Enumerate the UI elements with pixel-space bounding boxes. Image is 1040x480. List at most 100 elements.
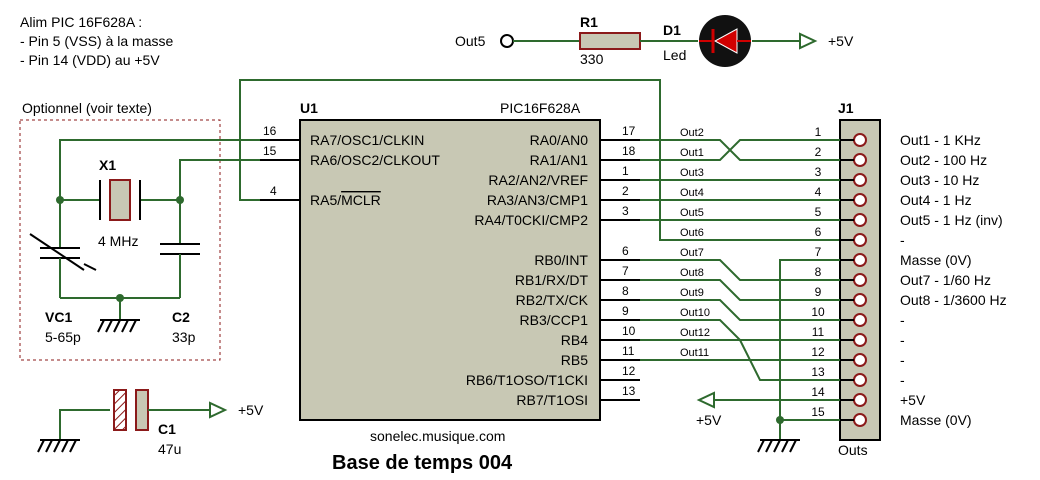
u1-pin-num: 11 xyxy=(622,344,635,358)
vc1-value: 5-65p xyxy=(45,329,81,345)
vc1-ref: VC1 xyxy=(45,309,72,325)
c2-ref: C2 xyxy=(172,309,190,325)
j1-pin-description: Out7 - 1/60 Hz xyxy=(900,272,991,288)
u1-pin-num: 13 xyxy=(622,384,636,398)
j1-pin-num: 9 xyxy=(815,285,822,299)
r1-ref: R1 xyxy=(580,14,598,30)
u1-pin-num: 17 xyxy=(622,124,636,138)
note-line-3: - Pin 14 (VDD) au +5V xyxy=(20,52,160,68)
supply-arrow-icon xyxy=(696,391,715,409)
site-label: sonelec.musique.com xyxy=(370,428,505,444)
net-label: Out9 xyxy=(680,287,704,299)
u1-ref: U1 xyxy=(300,100,318,116)
note-line-2: - Pin 5 (VSS) à la masse xyxy=(20,33,173,49)
j1-pin-socket xyxy=(853,393,867,407)
u1-pin-num: 6 xyxy=(622,244,629,258)
ground-icon xyxy=(97,319,140,333)
j1-pin-description: Out8 - 1/3600 Hz xyxy=(900,292,1007,308)
u1-pin-num: 12 xyxy=(622,364,636,378)
j1-pin-socket xyxy=(853,193,867,207)
c2-value: 33p xyxy=(172,329,196,345)
j1-pin-num: 3 xyxy=(815,165,822,179)
u1-pin-num: 7 xyxy=(622,264,629,278)
j1-pin-socket xyxy=(853,413,867,427)
ground-icon xyxy=(37,439,80,453)
c1-section: +5V C1 47u xyxy=(37,389,264,457)
routing-wires xyxy=(640,139,840,453)
u1-pin-num: 15 xyxy=(263,144,277,158)
u1-pin-name: RB3/CCP1 xyxy=(520,312,589,328)
u1-pin-name: RA2/AN2/VREF xyxy=(488,172,588,188)
j1-pin-socket xyxy=(853,373,867,387)
u1-pin-num: 18 xyxy=(622,144,636,158)
net-label: Out12 xyxy=(680,327,710,339)
j1-pin-num: 5 xyxy=(815,205,822,219)
u1-pin-name: RA3/AN3/CMP1 xyxy=(487,192,588,208)
j1-pin-num: 4 xyxy=(815,185,822,199)
top-supply-label: +5V xyxy=(828,33,854,49)
mclr-wire xyxy=(239,79,840,241)
j1-pin-description: - xyxy=(900,352,905,368)
j1-pin-description: - xyxy=(900,372,905,388)
u1-pin-name: RB5 xyxy=(561,352,588,368)
net-label: Out1 xyxy=(680,147,704,159)
j1-ref: J1 xyxy=(838,100,854,116)
u1-pin-num: 9 xyxy=(622,304,629,318)
r1-resistor xyxy=(579,32,641,50)
optional-box xyxy=(19,119,221,361)
j1-pin-description: Masse (0V) xyxy=(900,252,972,268)
j1-pin-description: - xyxy=(900,312,905,328)
j1-pin-description: Out5 - 1 Hz (inv) xyxy=(900,212,1003,228)
net-label: Out8 xyxy=(680,267,704,279)
u1-pin-name: RA1/AN1 xyxy=(530,152,589,168)
u1-pin-name: RB4 xyxy=(561,332,588,348)
mclr-overbar: MCLR xyxy=(341,192,381,208)
j1-pin-num: 1 xyxy=(815,125,822,139)
d1-ref: D1 xyxy=(663,22,681,38)
u1-pin-name: RB2/TX/CK xyxy=(516,292,589,308)
vc1-arrow-icon xyxy=(29,233,85,271)
j1-pin-num: 12 xyxy=(811,345,825,359)
net-label: Out7 xyxy=(680,247,704,259)
j1-pin-num: 6 xyxy=(815,225,822,239)
out5-label: Out5 xyxy=(455,33,486,49)
u1-pin-num: 3 xyxy=(622,204,629,218)
u1-pin-name: RB0/INT xyxy=(534,252,588,268)
j1-pin-num: 14 xyxy=(811,385,825,399)
j1-pin-socket xyxy=(853,233,867,247)
c1-value: 47u xyxy=(158,441,181,457)
j1-pin-socket xyxy=(853,273,867,287)
j1-pin-socket xyxy=(853,353,867,367)
c1-ref: C1 xyxy=(158,421,176,437)
j1-pin-description: Out3 - 10 Hz xyxy=(900,172,979,188)
j1-pin-socket xyxy=(853,153,867,167)
net-label: Out5 xyxy=(680,207,704,219)
ground-icon xyxy=(757,439,800,453)
u1-pin-num: 2 xyxy=(622,184,629,198)
j1-pin-num: 11 xyxy=(812,325,825,339)
note-line-1: Alim PIC 16F628A : xyxy=(20,14,142,30)
j1-pin-socket xyxy=(853,253,867,267)
u1-part: PIC16F628A xyxy=(500,100,581,116)
net-label: Out11 xyxy=(680,347,709,359)
j1-supply-label: +5V xyxy=(696,412,722,428)
x1-value: 4 MHz xyxy=(98,233,138,249)
u1-pin-name: RA7/OSC1/CLKIN xyxy=(310,132,424,148)
j1-pin-socket xyxy=(853,133,867,147)
u1-pin-name: RA6/OSC2/CLKOUT xyxy=(310,152,440,168)
u1-pin-name-mclr: RA5/MCLR xyxy=(310,192,381,208)
r1-value: 330 xyxy=(580,51,604,67)
c1-plate-positive xyxy=(135,389,149,431)
u1-pin-num: 10 xyxy=(622,324,636,338)
mclr-prefix: RA5/ xyxy=(310,192,341,208)
u1-pin-name: RA0/AN0 xyxy=(530,132,589,148)
out5-terminal xyxy=(500,34,514,48)
j1-pin-num: 15 xyxy=(811,405,825,419)
u1-pin-name: RB7/T1OSI xyxy=(516,392,588,408)
j1-pin-socket xyxy=(853,213,867,227)
u1-pin-num: 1 xyxy=(622,164,629,178)
j1-pin-socket xyxy=(853,333,867,347)
net-label: Out6 xyxy=(680,227,704,239)
